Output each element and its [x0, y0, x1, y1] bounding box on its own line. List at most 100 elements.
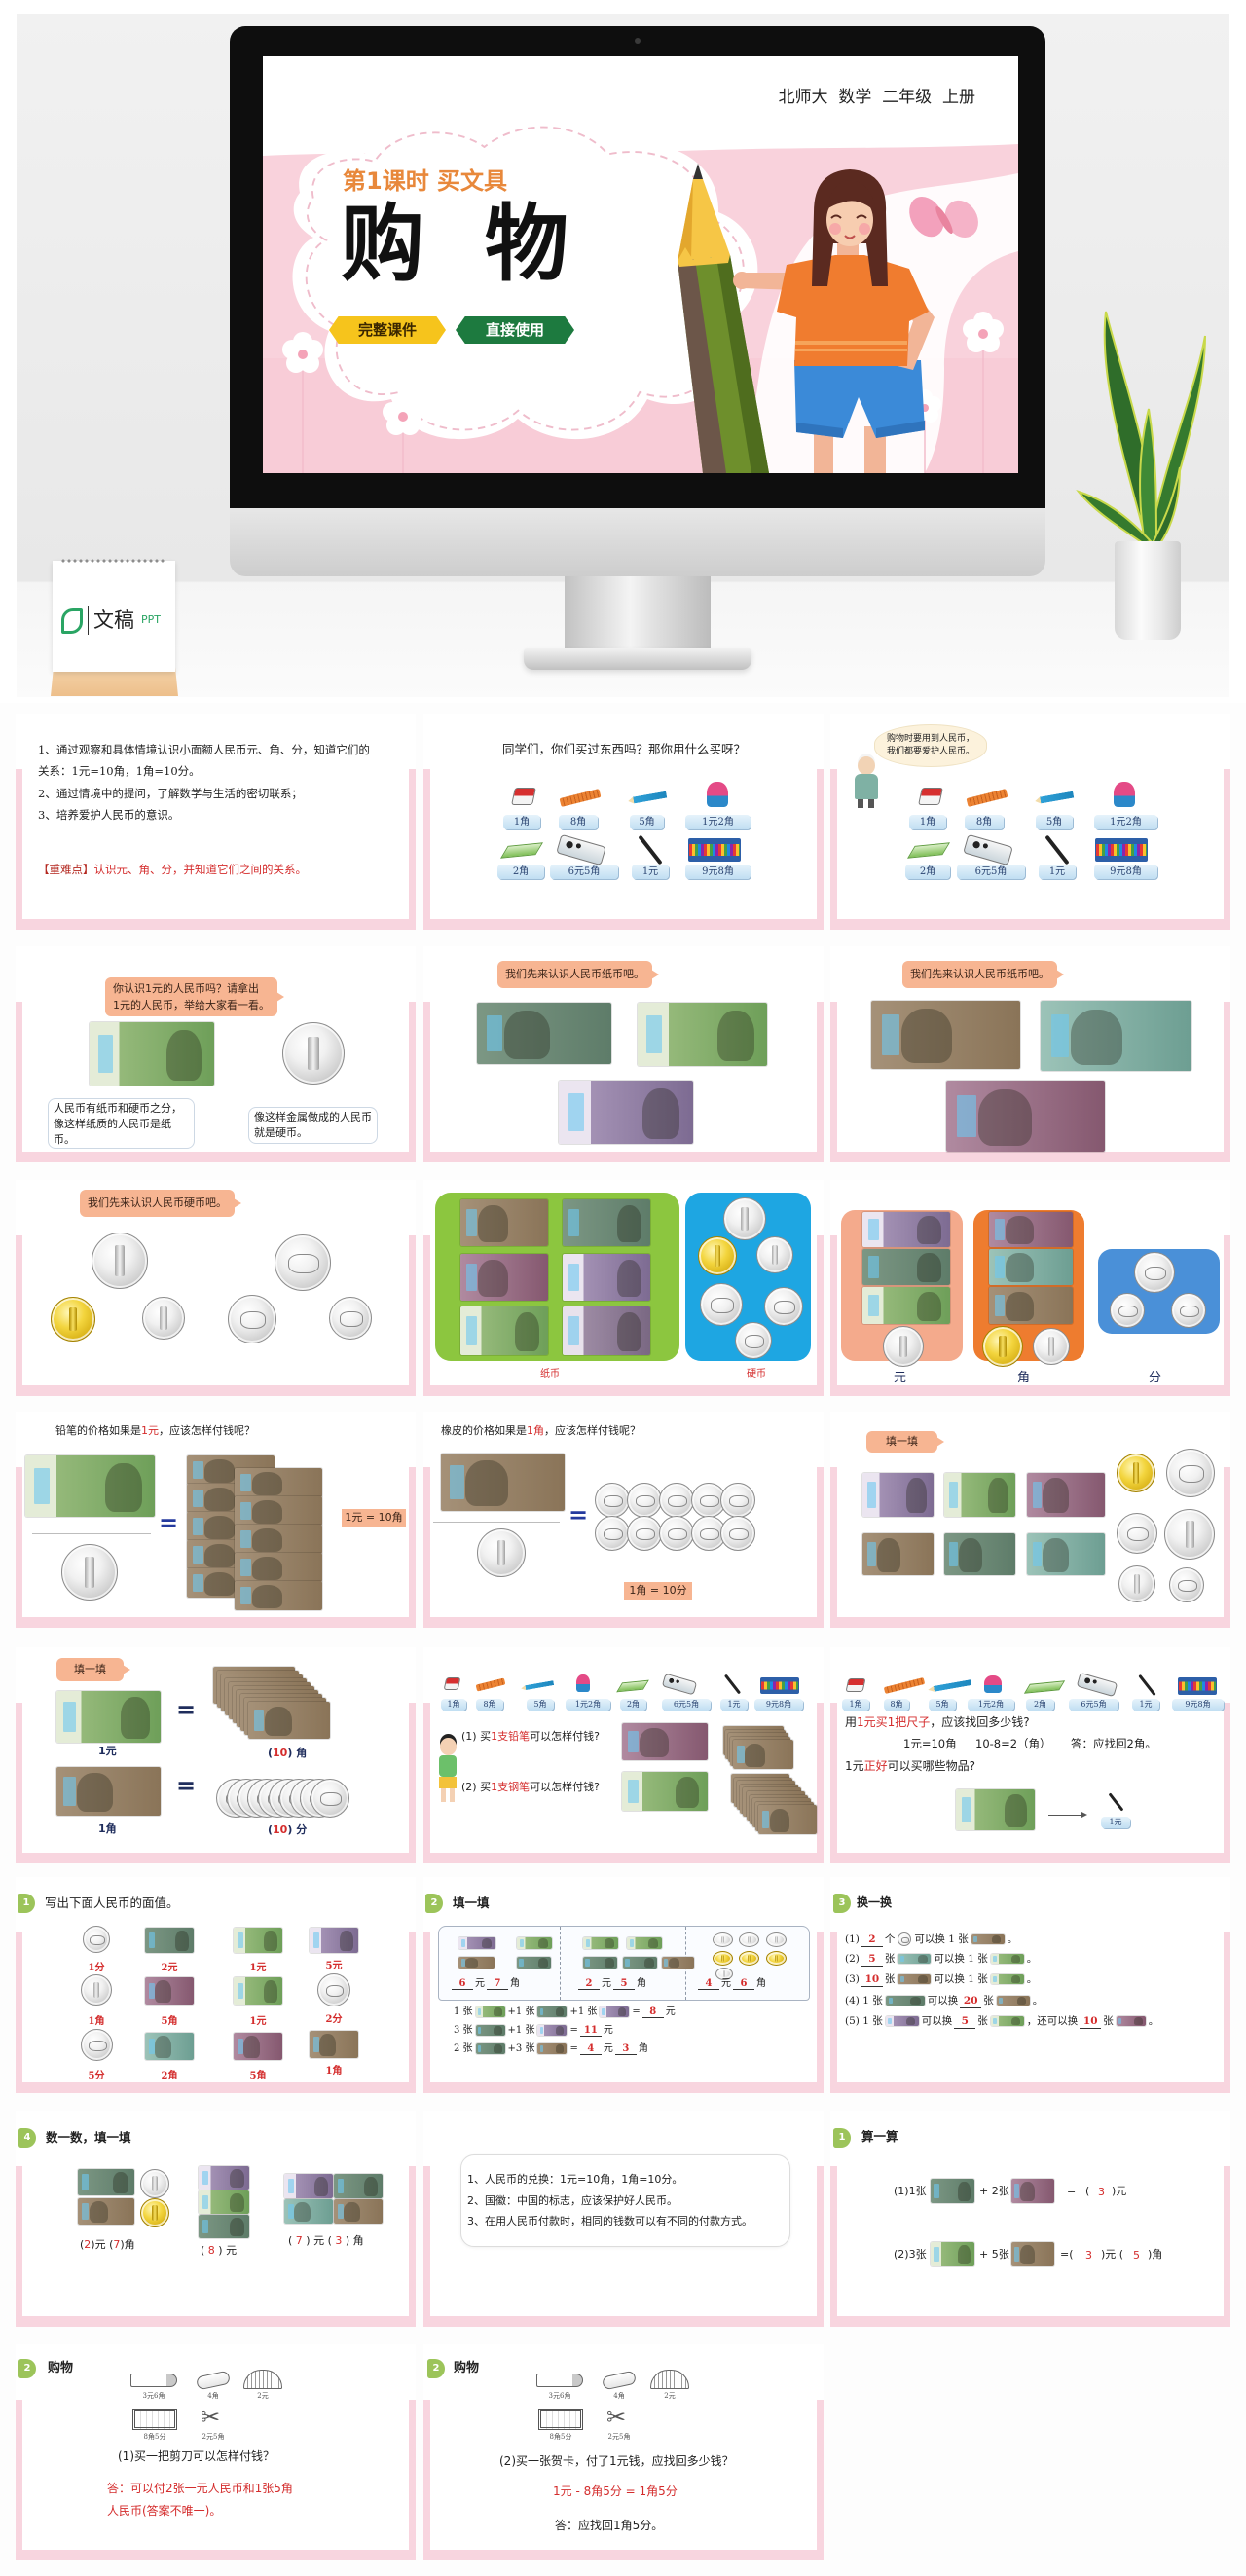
paper-money-note: 人民币有纸币和硬币之分，像这样纸质的人民币是纸币。: [48, 1098, 195, 1149]
slide-frame: [830, 1932, 1230, 2093]
conversion-label: 1元 = 10角: [342, 1509, 406, 1527]
price-tag: 1元2角: [1094, 815, 1157, 829]
teacher-leg: [868, 799, 874, 808]
exercise-number-badge: 2: [18, 2359, 36, 2378]
banknote-1-yuan: [475, 2006, 505, 2017]
notebook-icon: [616, 1679, 649, 1693]
equals-sign: =: [159, 1509, 179, 1536]
banknote-1-jiao: [537, 2043, 568, 2054]
coin-1-jiao: [81, 1974, 112, 2006]
banknote-1-jiao: [758, 1805, 817, 1834]
calendar-rings: [60, 557, 165, 565]
value-label: 1角: [98, 1822, 117, 1835]
price-tag: 5角: [630, 815, 664, 829]
price-tag: 1元2角: [968, 1699, 1014, 1711]
pen-icon: [1138, 1674, 1156, 1697]
coin-2-fen: [1134, 1252, 1175, 1293]
answer: 5: [861, 1953, 883, 1967]
equals-sign: =: [568, 1501, 589, 1528]
flower-icon: [383, 394, 423, 473]
exercise-number-badge: 2: [427, 2359, 445, 2378]
paren-unit: ) 分: [287, 1823, 308, 1836]
banknote-2-yuan: [537, 2006, 568, 2017]
question-text: (1) 买: [461, 1730, 492, 1743]
panel-divider: [560, 1927, 561, 2000]
banknote-1-yuan: [944, 1473, 1015, 1517]
speech-bubble: 填一填: [866, 1431, 944, 1453]
line-text: ，还可以换: [1026, 2015, 1079, 2027]
unit: 角: [510, 1978, 520, 1989]
banknote-5-yuan: [563, 1254, 650, 1301]
banknote-1-jiao: [733, 1740, 793, 1769]
scissors-icon: ✂: [606, 2404, 627, 2431]
line-label: (5) 1 张: [845, 2015, 883, 2027]
coin-5-jiao: [698, 1236, 737, 1275]
teacher-leg: [858, 799, 863, 808]
banknote-1-jiao: [235, 1553, 322, 1582]
answer-jiao: (10) 角: [268, 1747, 307, 1760]
summary-box: [460, 2154, 790, 2247]
paper-money-label: 纸币: [540, 1369, 560, 1380]
slide-frame: [830, 769, 1230, 930]
banknote-5-jiao: [1116, 2016, 1146, 2026]
measure-word: 张: [977, 2015, 988, 2027]
unit: 元: [475, 1978, 485, 1989]
price-tag: 9元8角: [1094, 865, 1157, 879]
answer-value: 8: [207, 2244, 215, 2257]
price-tag: 1元2角: [566, 1699, 610, 1711]
banknote-2-yuan: [623, 1957, 657, 1969]
question-text: ，应该找回多少钱?: [930, 1715, 1030, 1729]
line-end: 。: [1026, 1953, 1038, 1965]
speech-bubble: 我们先来认识人民币纸币吧。: [497, 961, 659, 988]
banknote-1-yuan: [627, 1937, 662, 1949]
line-end: 。: [1007, 1933, 1018, 1945]
banknote-2-yuan: [931, 2179, 974, 2203]
banknote-2-yuan: [944, 1533, 1015, 1575]
question-text: 可以怎样付钱?: [530, 1730, 600, 1743]
face-value-answer: 5分: [88, 2071, 105, 2081]
banknote-2-jiao: [1027, 1533, 1105, 1575]
face-value-answer: 1元: [249, 1963, 267, 1973]
answer-line: 答：应找回1角5分。: [555, 2519, 664, 2532]
unit: 元: [603, 2025, 613, 2036]
coin-money-note: 像这样金属做成的人民币就是硬币。: [248, 1107, 378, 1144]
monitor-stand: [565, 576, 711, 650]
eraser-icon: [443, 1677, 461, 1690]
product-price: 3元6角: [142, 2392, 165, 2400]
slide-frame: [423, 769, 824, 930]
exercise-number-badge: 4: [18, 2128, 36, 2148]
coin-1-yuan: [713, 1932, 733, 1947]
product-price: 4角: [207, 2392, 219, 2400]
slide-frame: [830, 2166, 1230, 2327]
banknote-5-jiao: [1027, 1473, 1105, 1517]
plant-icon: [1076, 311, 1206, 545]
price-tag: 1元: [1101, 1817, 1130, 1828]
line-label: (3): [845, 1973, 860, 1985]
answer-fen: (10) 分: [268, 1823, 307, 1837]
paren: (: [1085, 2185, 1090, 2197]
brand-suffix: PPT: [141, 613, 161, 626]
line-label: (2): [845, 1953, 860, 1965]
paren: (: [288, 2234, 296, 2247]
exercise-title: 购物: [48, 2361, 74, 2375]
measure-word: 张: [884, 1973, 896, 1985]
slide-protect-money: 购物时要用到人民币， 我们都要爱护人民币。 1角 8角 5角 1元2角 2角 6…: [830, 714, 1230, 930]
banknote-1-jiao: [458, 1957, 495, 1969]
price-tag: 2角: [497, 865, 544, 879]
webcam-icon: [635, 38, 641, 44]
banknote-1-jiao: [187, 1512, 275, 1541]
banknote-1-yuan: [56, 1691, 161, 1743]
price-tag: 5角: [1036, 815, 1073, 829]
banknote-2-yuan: [885, 1996, 925, 2006]
banknote-1-yuan: [622, 1772, 708, 1811]
slide-frame: [16, 2400, 416, 2560]
toothpaste-icon: [130, 2374, 177, 2387]
calc-answer: 答：应找回2角。: [1071, 1737, 1156, 1750]
slide-change-calculation: 1角 8角 5角 1元2角 2角 6元5角 1元 9元8角 用1元买1把尺子，应…: [830, 1647, 1230, 1863]
slide-frame: [16, 1703, 416, 1863]
unit: 元: [602, 1978, 611, 1989]
coin-5-jiao: [766, 1951, 787, 1966]
